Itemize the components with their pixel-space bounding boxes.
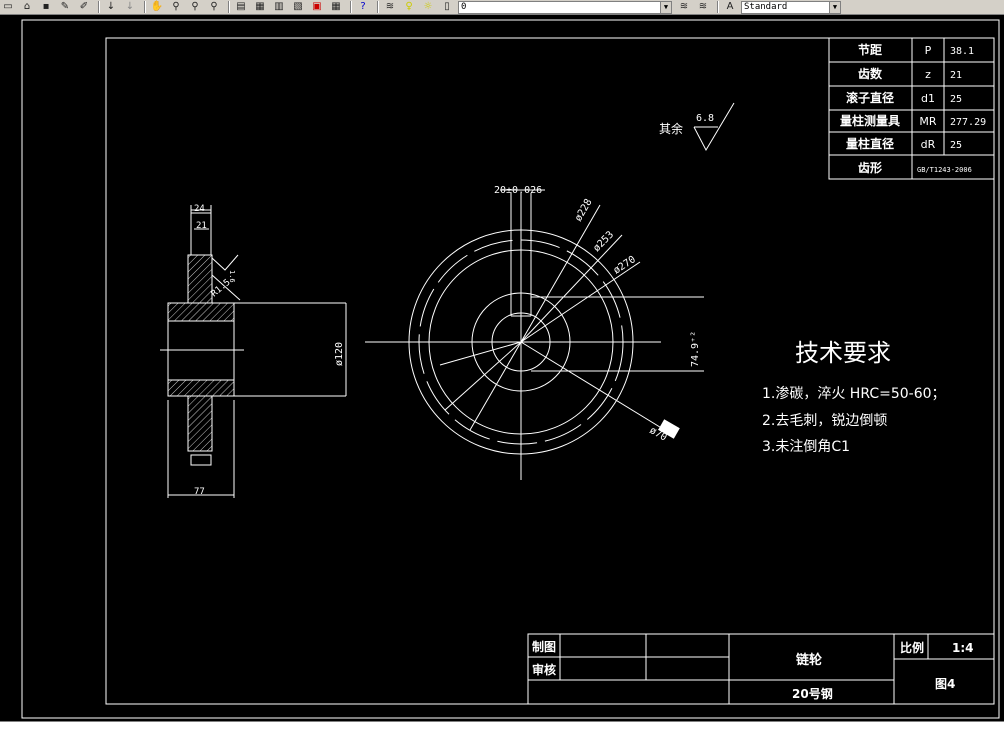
toolbar-separator — [98, 1, 100, 13]
properties-icon[interactable]: ▤ — [236, 1, 246, 12]
toolbar-separator — [377, 1, 379, 13]
param-label: 量柱测量具 — [840, 113, 900, 128]
open-file-icon[interactable]: ⌂ — [23, 1, 31, 12]
param-value: 21 — [950, 70, 962, 81]
pan-icon[interactable]: ✋ — [150, 1, 164, 12]
tech-item: 1.渗碳，淬火 HRC=50-60； — [762, 386, 946, 402]
style-icon[interactable]: A — [726, 1, 734, 12]
pencil-icon[interactable]: ✎ — [60, 1, 70, 12]
sheet-number: 图4 — [935, 677, 955, 691]
dim-arrow-block — [658, 419, 680, 439]
param-label: 滚子直径 — [846, 90, 894, 105]
dim-key-depth: 74.9⁺² — [690, 331, 701, 367]
layer-previous-icon[interactable]: ≋ — [698, 1, 708, 12]
new-file-icon[interactable]: ▭ — [3, 1, 13, 12]
param-symbol: MR — [919, 115, 936, 128]
layer-dropdown[interactable]: 0 ▼ — [458, 0, 672, 14]
parameter-table — [828, 37, 995, 180]
redo-icon[interactable]: ↓ — [125, 1, 135, 12]
dim-keyway: 20±0.026 — [494, 185, 542, 196]
title-block — [527, 633, 995, 705]
bulb-icon[interactable]: ♀ — [405, 1, 413, 12]
drawing-canvas[interactable]: 节距 P 38.1 齿数 z 21 滚子直径 d1 25 量柱测量具 MR 277.29 量柱直径 dR 2… — [0, 15, 1004, 721]
zoom-window-icon[interactable]: ⚲ — [191, 1, 199, 12]
param-value: 277.29 — [950, 117, 986, 128]
param-symbol: P — [925, 44, 932, 57]
chevron-down-icon[interactable]: ▼ — [829, 1, 840, 13]
param-label: 量柱直径 — [846, 136, 894, 151]
markup-icon[interactable]: ▣ — [312, 1, 322, 12]
save-icon[interactable]: ▪ — [42, 1, 50, 12]
param-value: GB/T1243-2006 — [917, 166, 972, 174]
zoom-realtime-icon[interactable]: ⚲ — [172, 1, 180, 12]
param-label: 节距 — [858, 42, 882, 57]
chevron-down-icon[interactable]: ▼ — [660, 1, 671, 13]
help-icon[interactable]: ? — [360, 1, 366, 12]
sheet-border — [21, 19, 1000, 719]
param-symbol: dR — [921, 138, 936, 151]
tech-title: 技术要求 — [795, 339, 891, 367]
text-style-name: Standard — [744, 1, 788, 12]
sheet-set-icon[interactable]: ▧ — [293, 1, 303, 12]
undo-icon[interactable]: ↓ — [106, 1, 116, 12]
lock-icon[interactable]: ▯ — [444, 1, 450, 12]
dim-bore-dia: ø120 — [334, 342, 345, 366]
toolbar-separator — [350, 1, 352, 13]
roughness-value: 6.8 — [696, 113, 714, 124]
param-value: 25 — [950, 140, 962, 151]
param-value: 25 — [950, 94, 962, 105]
dim-inner-width: 21 — [196, 221, 207, 231]
param-label: 齿数 — [858, 66, 883, 81]
material: 20号钢 — [792, 686, 833, 701]
part-name: 链轮 — [795, 652, 822, 668]
text-style-dropdown[interactable]: Standard ▼ — [741, 0, 841, 14]
param-value: 38.1 — [950, 46, 974, 57]
design-center-icon[interactable]: ▦ — [255, 1, 265, 12]
param-label: 齿形 — [858, 160, 882, 175]
command-line[interactable] — [0, 721, 1004, 733]
sun-icon[interactable]: ☼ — [423, 1, 433, 12]
param-symbol: z — [925, 68, 931, 81]
dim-d3: ø270 — [612, 254, 638, 276]
toolbar-separator — [717, 1, 719, 13]
check-label: 审核 — [532, 662, 556, 677]
note-label: 其余 — [659, 121, 683, 136]
tech-item: 2.去毛刺，锐边倒顿 — [762, 413, 887, 429]
layer-state-icon[interactable]: ≋ — [679, 1, 689, 12]
dim-d2: ø253 — [591, 229, 616, 254]
layer-manager-icon[interactable]: ≋ — [385, 1, 395, 12]
param-symbol: d1 — [921, 92, 935, 105]
side-section-view — [160, 205, 347, 498]
dim-hub-len: 77 — [194, 487, 205, 497]
scale-value: 1:4 — [952, 641, 974, 655]
front-view — [365, 189, 704, 480]
dim-top-width: 24 — [194, 204, 205, 214]
tool-palette-icon[interactable]: ▥ — [274, 1, 284, 12]
standard-toolbar: ▭ ⌂ ▪ ✎ ✐ ↓ ↓ ✋ ⚲ ⚲ ⚲ ▤ ▦ ▥ ▧ ▣ ▦ ? ≋ ♀ … — [0, 0, 1004, 15]
toolbar-separator — [144, 1, 146, 13]
scale-label: 比例 — [900, 640, 924, 655]
layer-name: 0 — [461, 1, 467, 12]
tech-item: 3.未注倒角C1 — [762, 439, 850, 455]
toolbar-separator — [228, 1, 230, 13]
drawn-label: 制图 — [532, 639, 556, 654]
zoom-previous-icon[interactable]: ⚲ — [210, 1, 218, 12]
edit-icon[interactable]: ✐ — [79, 1, 89, 12]
calculator-icon[interactable]: ▦ — [331, 1, 341, 12]
roughness-symbol — [693, 102, 735, 152]
dim-roughness-small: 1.6 — [228, 270, 236, 283]
